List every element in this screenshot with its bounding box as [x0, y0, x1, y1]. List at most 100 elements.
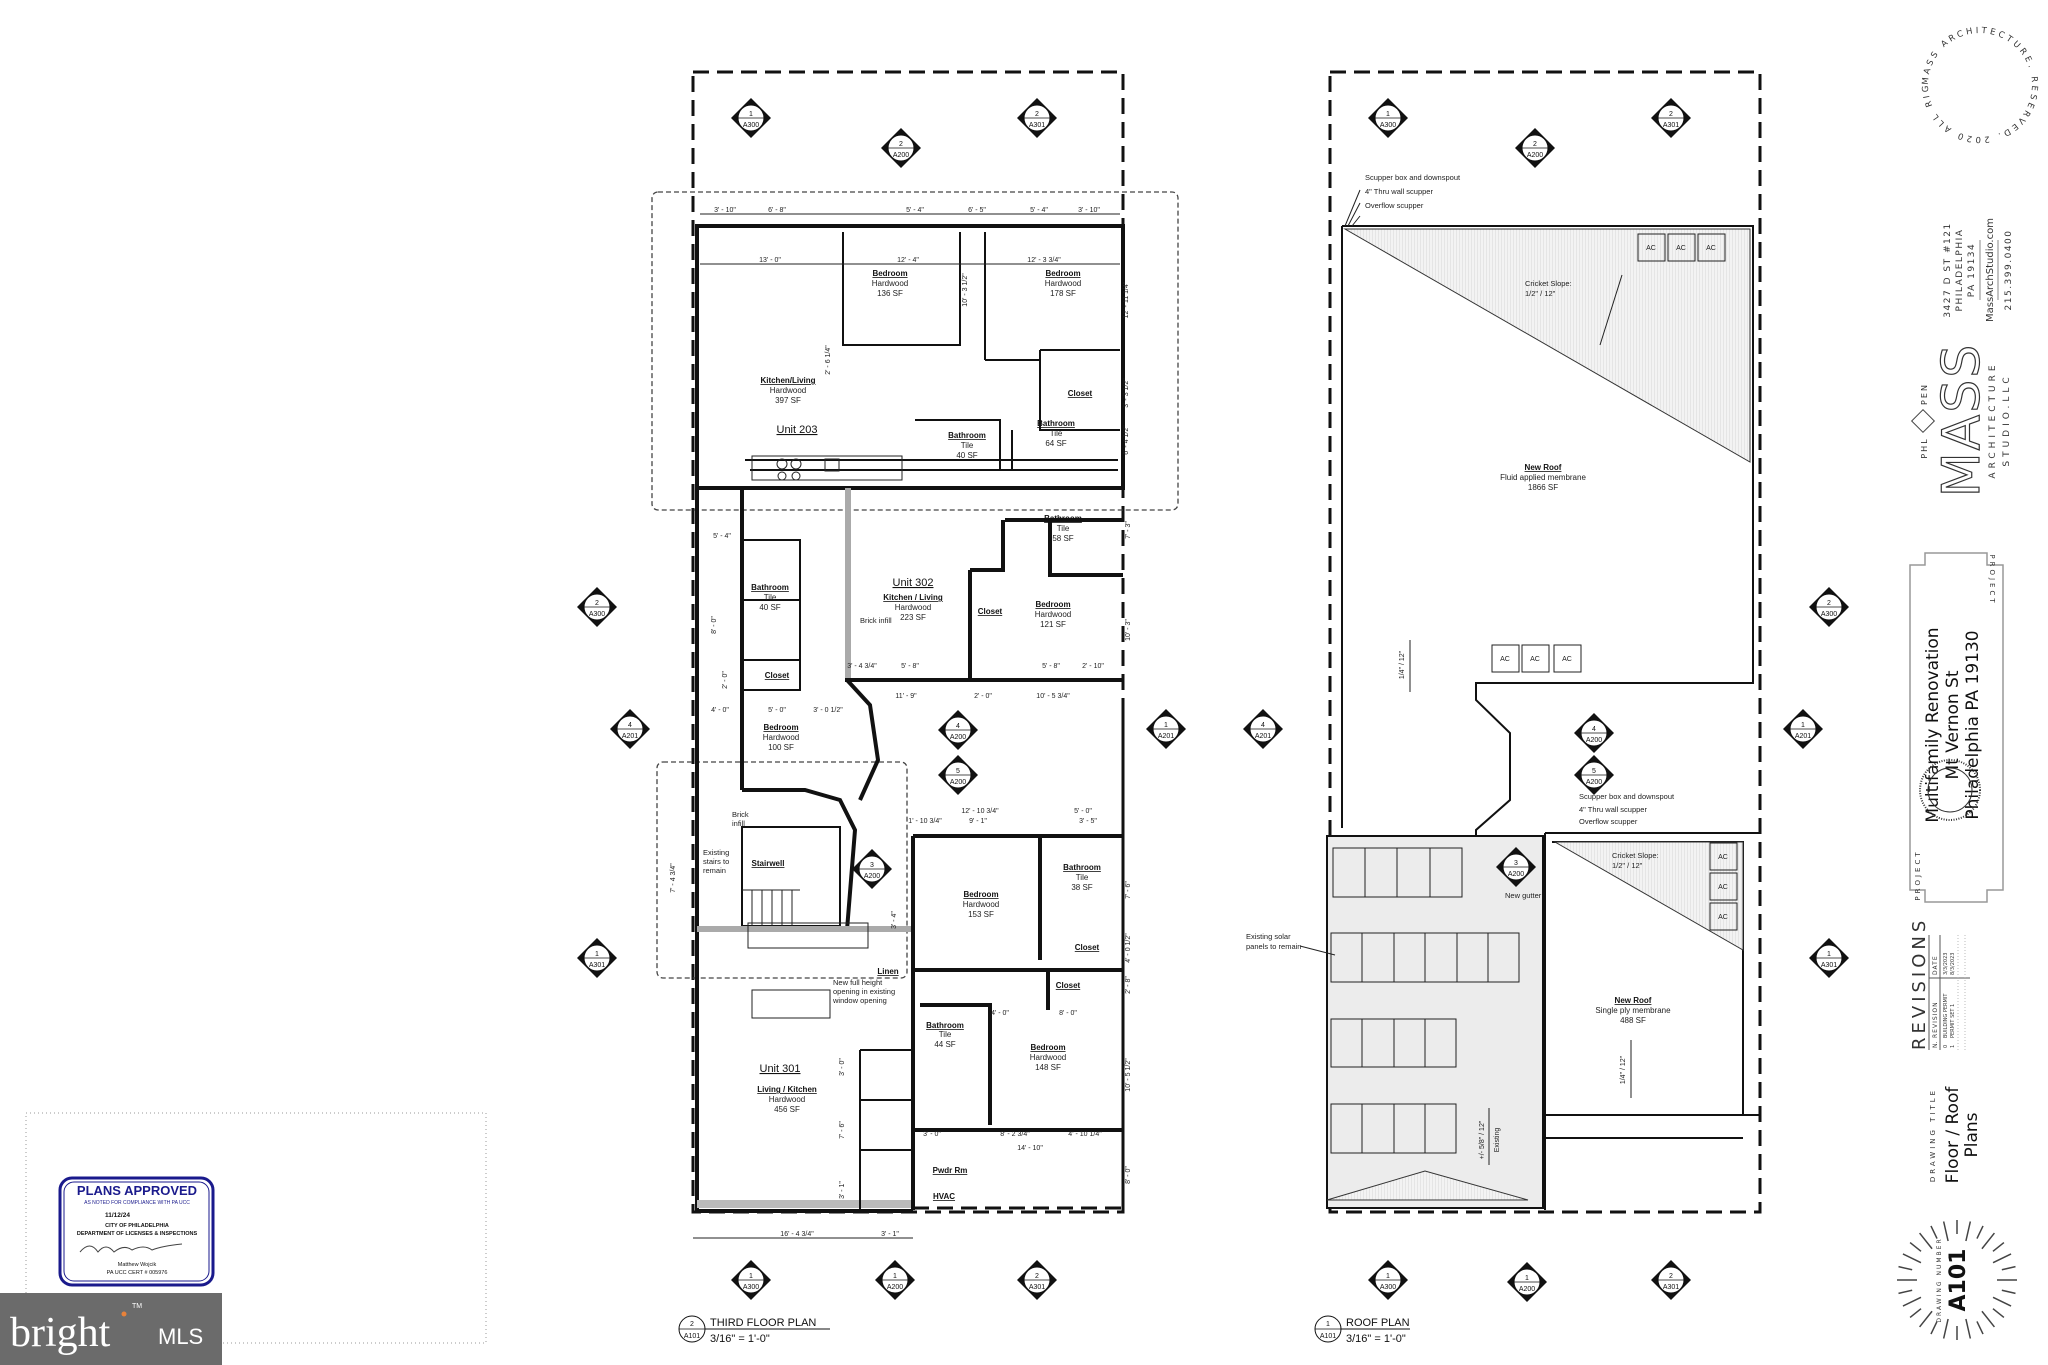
svg-text:A300: A300 — [743, 1284, 759, 1291]
svg-text:3' - 5": 3' - 5" — [1079, 818, 1097, 825]
svg-text:153 SF: 153 SF — [968, 910, 994, 919]
svg-text:4: 4 — [1261, 722, 1265, 729]
svg-text:5' - 4": 5' - 4" — [1030, 207, 1048, 214]
sunburst-ray — [1930, 1321, 1938, 1335]
signature — [79, 1243, 183, 1253]
svg-text:10' - 3 1/2": 10' - 3 1/2" — [962, 273, 969, 307]
sunburst-ray — [1992, 1253, 2012, 1264]
svg-text:1: 1 — [1801, 722, 1805, 729]
sunburst-ray — [1981, 1232, 1995, 1250]
svg-text:Tile: Tile — [764, 593, 777, 602]
svg-text:CITY OF PHILADELPHIA: CITY OF PHILADELPHIA — [105, 1223, 169, 1229]
svg-text:4: 4 — [956, 723, 960, 730]
svg-text:PERMIT SET 1: PERMIT SET 1 — [1950, 1004, 1956, 1038]
project-city: Philadelphia PA 19130 — [1963, 630, 1983, 819]
svg-text:DATE: DATE — [1932, 955, 1939, 975]
svg-text:1: 1 — [1164, 722, 1168, 729]
unit-301-walls — [911, 834, 1123, 1210]
sunburst-ray — [1965, 1221, 1972, 1242]
svg-text:7' - 4 3/4": 7' - 4 3/4" — [670, 863, 677, 893]
property-line — [1328, 70, 1762, 1214]
project-address: Mt Vernon St — [1943, 670, 1963, 779]
spark-icon — [121, 1311, 127, 1317]
svg-text:223 SF: 223 SF — [900, 613, 926, 622]
note-new-opening: New full height — [833, 978, 883, 987]
svg-text:A301: A301 — [589, 962, 605, 969]
plan-title-roof: 1 A101 ROOF PLAN 3/16" = 1'-0" — [1314, 1315, 1410, 1345]
svg-text:Bathroom: Bathroom — [751, 583, 789, 592]
sunburst-ray — [1902, 1253, 1922, 1264]
svg-text:A200: A200 — [1586, 779, 1602, 786]
note-overflow-scupper: Overflow scupper — [1365, 201, 1424, 210]
svg-text:5: 5 — [1592, 768, 1596, 775]
svg-text:Hardwood: Hardwood — [895, 603, 931, 612]
svg-text:2' - 8": 2' - 8" — [1125, 976, 1132, 994]
interior-walls — [859, 1049, 913, 1210]
svg-text:A201: A201 — [1158, 733, 1174, 740]
svg-text:3' - 3 1/2": 3' - 3 1/2" — [1123, 378, 1130, 408]
note-solar-panels: panels to remain — [1246, 942, 1301, 951]
slope-label: 1/4" / 12" — [1620, 1055, 1627, 1084]
svg-text:A200: A200 — [864, 873, 880, 880]
svg-text:Hardwood: Hardwood — [872, 279, 908, 288]
svg-text:9' - 1": 9' - 1" — [969, 818, 987, 825]
sunburst-ray — [1942, 1221, 1949, 1242]
svg-text:2: 2 — [1669, 111, 1673, 118]
svg-text:A200: A200 — [950, 779, 966, 786]
svg-text:2' - 0": 2' - 0" — [722, 671, 729, 689]
unit-label: Unit 203 — [777, 424, 818, 436]
svg-text:3: 3 — [870, 862, 874, 869]
svg-text:Bathroom: Bathroom — [926, 1021, 964, 1030]
svg-text:A101: A101 — [1320, 1333, 1336, 1340]
sunburst-ray — [1919, 1232, 1933, 1250]
cricket-lower — [1553, 841, 1744, 951]
svg-text:5' - 8": 5' - 8" — [901, 663, 919, 670]
note-new-opening: opening in existing — [833, 987, 895, 996]
unit-label: Unit 302 — [893, 577, 934, 589]
svg-text:Bedroom: Bedroom — [763, 723, 798, 732]
note-existing-stairs: stairs to — [703, 857, 729, 866]
slope-label: 1/4" / 12" — [1399, 650, 1406, 679]
note-scupper-box: Scupper box and downspout — [1365, 173, 1461, 182]
svg-text:Tile: Tile — [1076, 873, 1089, 882]
unit-label: Unit 301 — [760, 1063, 801, 1075]
sunburst-ray — [1902, 1296, 1922, 1307]
mass-logo: PHL PEN MASS ARCHITECTURE STUDIO.LLC — [1910, 342, 2012, 498]
svg-text:6' - 5": 6' - 5" — [968, 207, 986, 214]
svg-text:A200: A200 — [1586, 737, 1602, 744]
svg-text:Kitchen / Living: Kitchen / Living — [883, 593, 943, 602]
svg-text:AC: AC — [1530, 656, 1540, 663]
sunburst-ray — [1930, 1225, 1938, 1239]
leader-lines — [1344, 189, 1361, 227]
svg-text:7' - 6": 7' - 6" — [839, 1121, 846, 1139]
